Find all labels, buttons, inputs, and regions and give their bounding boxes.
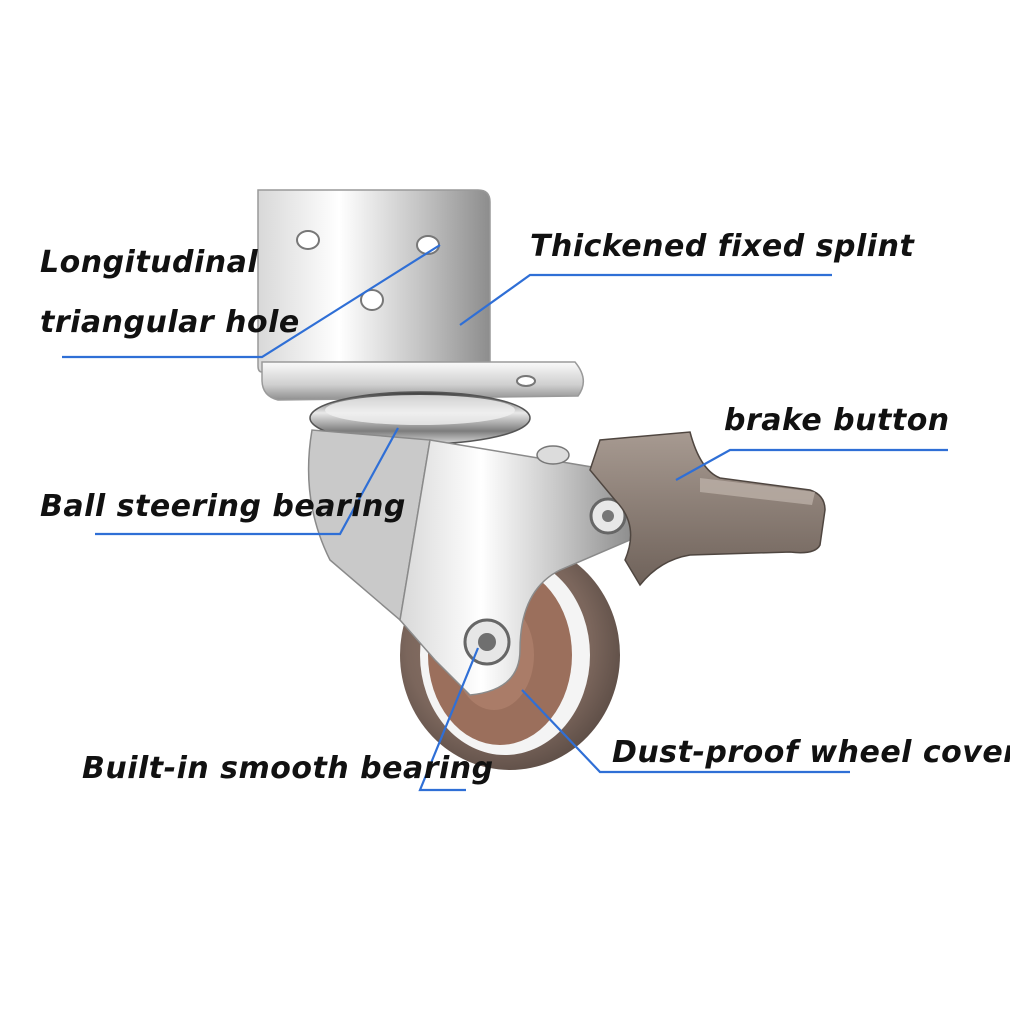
label-built-in-smooth-bearing: Built-in smooth bearing [82, 751, 494, 786]
label-brake-button: brake button [724, 403, 950, 438]
mounting-hole [296, 230, 320, 250]
label-longitudinal-line1: Longitudinal [40, 245, 259, 280]
brake-pivot-hole [602, 510, 614, 522]
ball-steering-bearing [309, 391, 531, 445]
leader-line-dust-proof [521, 689, 850, 774]
label-dust-proof-wheel-cover: Dust-proof wheel cover [612, 735, 1010, 770]
leader-line-built-in [418, 647, 480, 792]
thickened-fixed-splint [257, 189, 584, 401]
leader-line-ball [95, 427, 399, 536]
built-in-smooth-bearing [478, 633, 496, 651]
caster-fork [307, 429, 634, 696]
leader-line-longitudinal [62, 244, 441, 359]
label-longitudinal-line2: triangular hole [40, 305, 300, 340]
brake-button [589, 431, 826, 587]
leader-lines [62, 244, 948, 792]
leader-line-thickened [459, 273, 832, 326]
label-ball-steering-bearing: Ball steering bearing [40, 489, 406, 524]
mounting-hole [516, 375, 536, 387]
leader-line-brake [675, 448, 948, 481]
label-thickened-fixed-splint: Thickened fixed splint [530, 229, 915, 264]
mounting-hole [360, 289, 384, 311]
brake-rivet [536, 445, 570, 465]
